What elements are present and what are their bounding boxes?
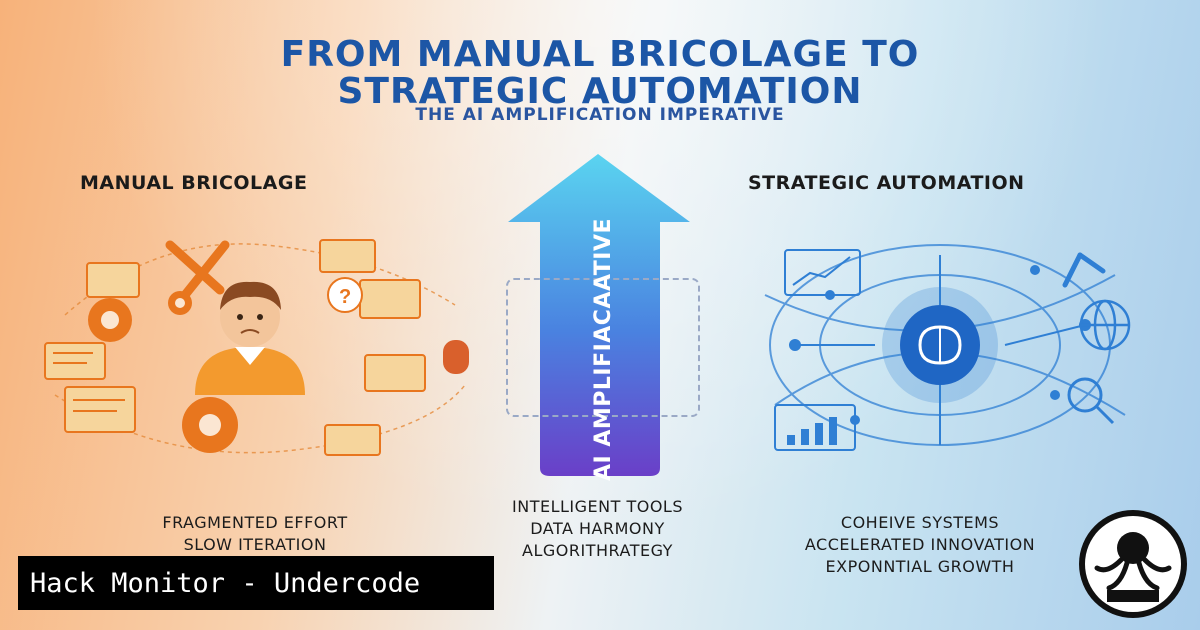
manual-bricolage-illustration: ? bbox=[44, 239, 469, 456]
robot-arm-icon bbox=[1062, 252, 1106, 288]
brand-label: Hack Monitor - Undercode bbox=[30, 567, 421, 599]
strategic-automation-illustration bbox=[764, 244, 1131, 451]
ai-amplification-arrow bbox=[508, 154, 690, 476]
list-item: DATA HARMONY bbox=[530, 519, 665, 538]
question-icon: ? bbox=[327, 277, 363, 313]
left-list: FRAGMENTED EFFORT SLOW ITERATION bbox=[110, 512, 400, 556]
brain-icon bbox=[882, 287, 998, 403]
list-item: INTELLIGENT TOOLS bbox=[512, 497, 683, 516]
left-heading: MANUAL BRICOLAGE bbox=[80, 172, 308, 194]
page-title: FROM MANUAL BRICOLAGE TO STRATEGIC AUTOM… bbox=[0, 36, 1200, 110]
list-item: ACCELERATED INNOVATION bbox=[804, 535, 1036, 554]
title-line-1: FROM MANUAL BRICOLAGE TO bbox=[280, 34, 920, 75]
page-subtitle: THE AI AMPLIFICATION IMPERATIVE bbox=[415, 105, 785, 125]
center-list: INTELLIGENT TOOLS DATA HARMONY ALGORITHR… bbox=[470, 496, 725, 562]
person-icon bbox=[195, 281, 305, 395]
list-item: FRAGMENTED EFFORT bbox=[162, 513, 348, 532]
chart-icon bbox=[774, 249, 861, 451]
list-item: ALGORITHRATEGY bbox=[522, 541, 673, 560]
arrow-label: AI AMPLIFIACAATIVE bbox=[591, 217, 617, 482]
globe-icon bbox=[1079, 299, 1131, 351]
right-list: COHEIVE SYSTEMS ACCELERATED INNOVATION E… bbox=[750, 512, 1090, 578]
list-item: COHEIVE SYSTEMS bbox=[840, 513, 1000, 532]
title-line-2: STRATEGIC AUTOMATION bbox=[337, 71, 863, 112]
magnifier-icon bbox=[1067, 377, 1115, 425]
list-item: EXPONNTIAL GROWTH bbox=[825, 557, 1015, 576]
wrench-icon bbox=[165, 240, 230, 300]
octopus-logo bbox=[1079, 510, 1187, 618]
list-item: SLOW ITERATION bbox=[183, 535, 327, 554]
brand-banner: Hack Monitor - Undercode bbox=[18, 556, 494, 610]
right-heading: STRATEGIC AUTOMATION bbox=[748, 172, 1025, 194]
dashed-frame bbox=[506, 278, 700, 417]
svg-text:?: ? bbox=[339, 286, 351, 308]
